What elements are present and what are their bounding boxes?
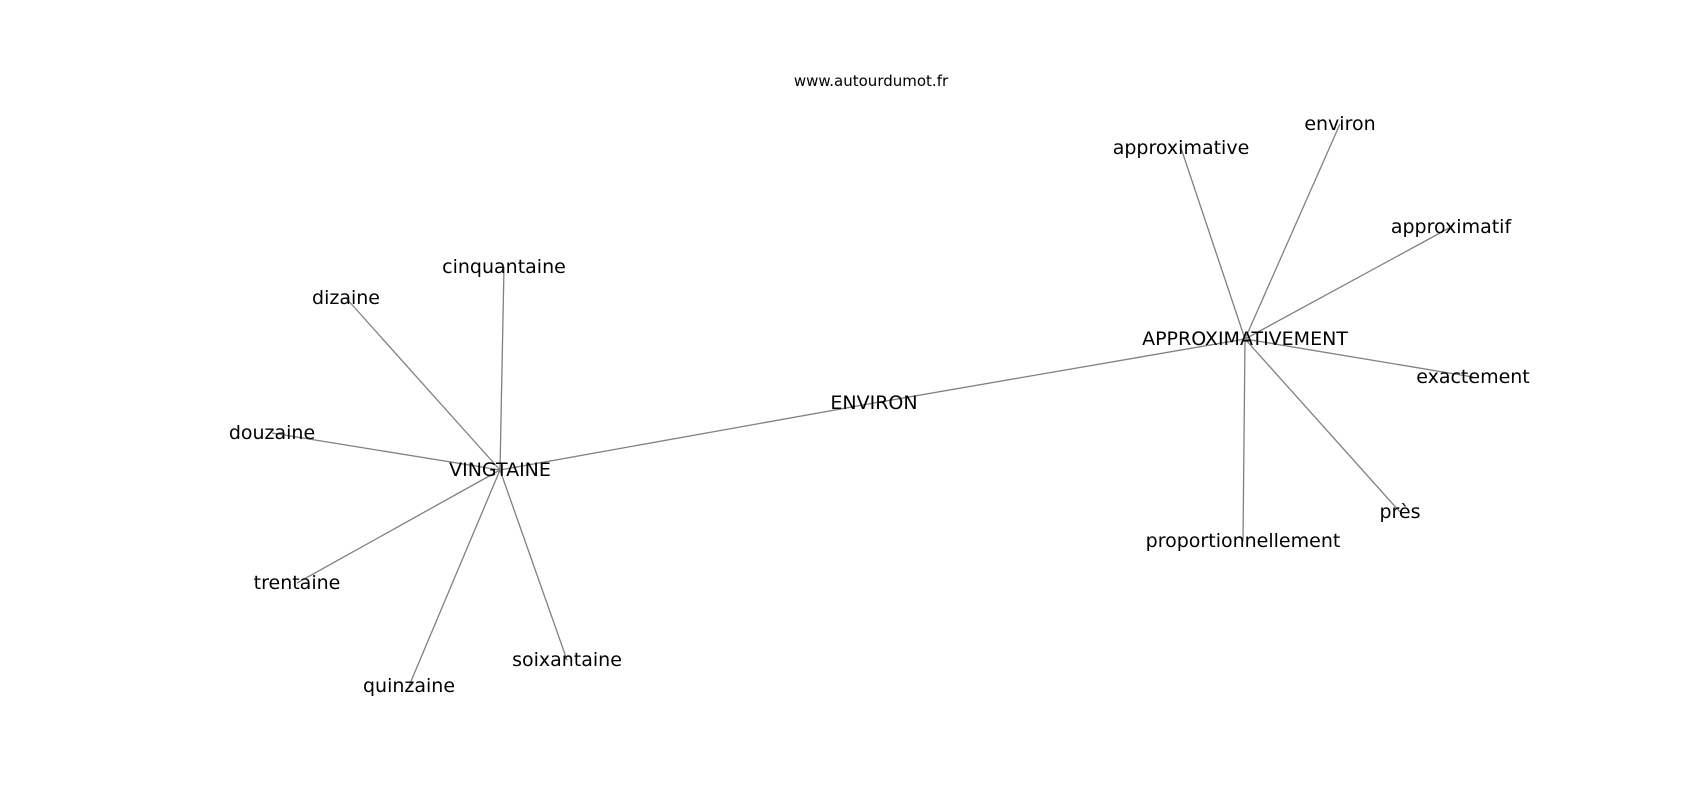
edge-approximativement-exactement	[1244, 338, 1474, 378]
edge-vingtaine-douzaine	[271, 432, 501, 471]
edge-approximativement-pres	[1244, 338, 1401, 513]
node-label-environ-hub: ENVIRON	[830, 392, 917, 414]
node-label-proportionnellement: proportionnellement	[1146, 530, 1341, 552]
node-label-trentaine: trentaine	[254, 572, 341, 594]
edge-vingtaine-trentaine	[296, 469, 501, 584]
edge-vingtaine-quinzaine	[408, 469, 501, 687]
node-label-quinzaine: quinzaine	[363, 675, 455, 697]
node-label-exactement: exactement	[1416, 366, 1530, 388]
edge-approximativement-approximatif	[1244, 226, 1452, 340]
edge-environ-hub-approximativement	[873, 338, 1246, 404]
edge-approximativement-approximative	[1180, 147, 1246, 340]
edge-vingtaine-soixantaine	[499, 469, 568, 661]
source-watermark: www.autourdumot.fr	[793, 72, 949, 90]
node-label-environ: environ	[1304, 113, 1375, 135]
edge-approximativement-environ	[1244, 123, 1341, 340]
node-label-soixantaine: soixantaine	[512, 649, 622, 671]
node-label-vingtaine: VINGTAINE	[449, 459, 551, 481]
node-label-pres: près	[1379, 501, 1420, 523]
node-label-approximatif: approximatif	[1391, 216, 1513, 238]
edge-vingtaine-dizaine	[345, 297, 501, 471]
nodes-layer: VINGTAINE ENVIRON APPROXIMATIVEMENT cinquan…	[229, 113, 1530, 697]
edge-vingtaine-environ-hub	[499, 402, 875, 471]
node-label-dizaine: dizaine	[312, 287, 380, 309]
edge-approximativement-proportionnellement	[1242, 338, 1246, 542]
edge-vingtaine-cinquantaine	[499, 266, 505, 471]
node-label-approximative: approximative	[1113, 137, 1250, 159]
node-label-douzaine: douzaine	[229, 422, 315, 444]
edges-layer	[271, 123, 1474, 687]
node-label-approximativement: APPROXIMATIVEMENT	[1142, 328, 1348, 350]
node-label-cinquantaine: cinquantaine	[442, 256, 566, 278]
